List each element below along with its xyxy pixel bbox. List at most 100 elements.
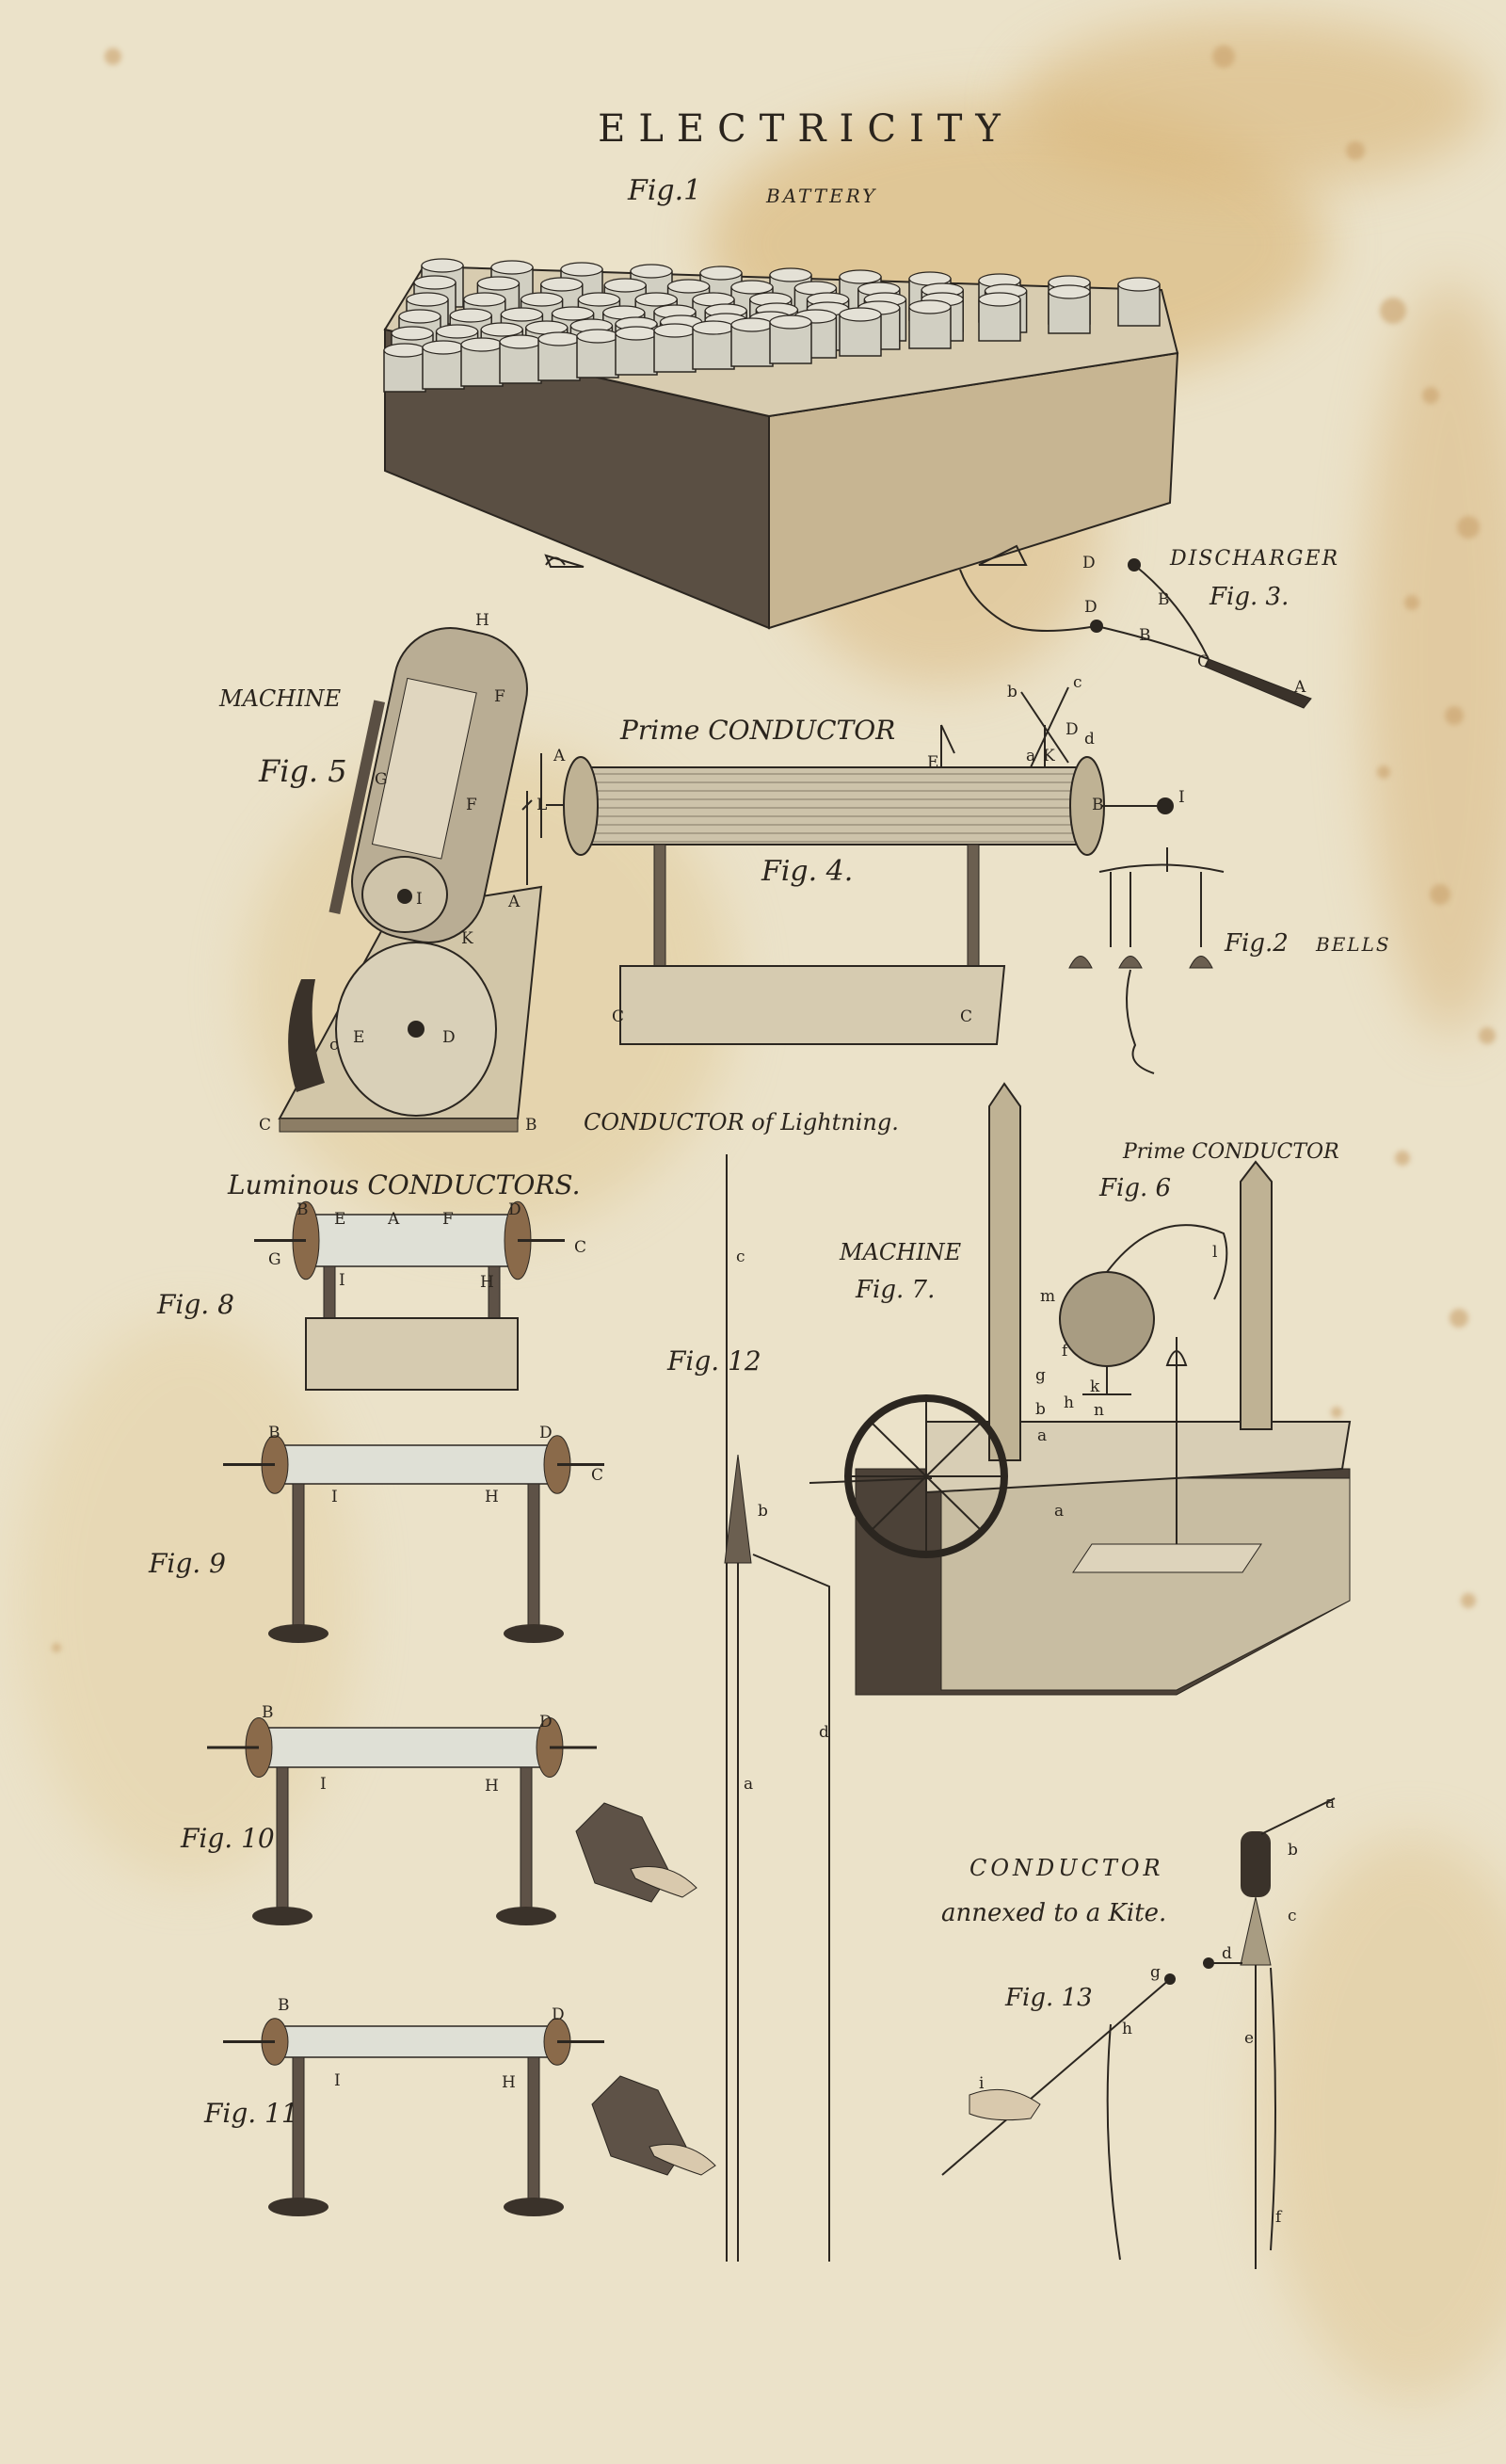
fig11-letter: H (502, 2073, 516, 2092)
glass-tube (274, 1444, 558, 1485)
fig13-letter: h (1122, 2020, 1132, 2038)
conductor-cylinder (578, 766, 1088, 845)
fig-3-caption: DISCHARGER (1169, 547, 1339, 571)
battery-jars (383, 258, 1161, 393)
battery-jar-rim (449, 308, 492, 323)
fig6-letter: f (1062, 1342, 1069, 1361)
foxing-spot (1422, 387, 1439, 404)
fig-1-caption: BATTERY (765, 185, 877, 207)
fig8-letter: D (508, 1200, 521, 1219)
battery-jar-rim (499, 334, 542, 349)
fig8-letter: A (387, 1210, 400, 1229)
fig-10-hand (630, 1866, 697, 1898)
fig4-letter: C (612, 1007, 624, 1026)
fig3-letter: B (1158, 590, 1170, 609)
battery-jar-rim (603, 278, 647, 293)
fig6-letter: b (1035, 1400, 1046, 1419)
machine-rubber-cushion (371, 677, 477, 860)
kite-silk-barrel (1241, 1831, 1271, 1897)
battery-jar-rim (406, 292, 449, 307)
glass-pillar (323, 1265, 336, 1319)
figures-8-11-luminous-conductors: Luminous CONDUCTORS. Fig. 8 Fig. 9 Fig. … (148, 1169, 716, 2216)
fig-2-label: Fig.2 (1224, 929, 1289, 958)
figure-12-lightning-conductor: CONDUCTOR of Lightning. Fig. 12 (584, 1109, 899, 2262)
battery-hook (544, 554, 585, 568)
discharger-arms (1096, 564, 1210, 660)
fig12-letter: c (736, 1248, 745, 1266)
conductor-arc (1106, 1224, 1228, 1300)
battery-jar-rim (692, 320, 735, 335)
kite-hand (969, 2088, 1041, 2121)
fig-4-label: Fig. 4. (761, 855, 853, 888)
fig5-letter: F (494, 687, 505, 706)
electrometer-stand (1165, 1337, 1188, 1544)
conductor-base (619, 965, 1006, 1045)
battery-jar-rim (383, 343, 426, 358)
fig5-letter: K (461, 929, 473, 948)
bells-chain (1126, 969, 1155, 1074)
fig5-letter: A (507, 893, 521, 911)
figure-4-prime-conductor: Prime CONDUCTOR Fig. 4. (540, 686, 1174, 1045)
fig10-letter: H (485, 1777, 499, 1796)
fig4-letter: a (1026, 747, 1035, 765)
battery-jar-rim (540, 277, 584, 292)
fig6-letter: n (1094, 1401, 1104, 1420)
foxing-spot (1346, 141, 1365, 160)
fig-12-caption: CONDUCTOR of Lightning. (584, 1109, 899, 1135)
ball-stand (1082, 1366, 1131, 1395)
battery-jar-rim (730, 317, 774, 332)
foxing-spot (1377, 765, 1390, 779)
figure-1-battery: Fig.1 BATTERY (383, 174, 1179, 630)
conductor-end-left (563, 756, 599, 856)
fig-2-caption: BELLS (1315, 933, 1391, 956)
wheel-crank (809, 1477, 933, 1484)
fig10-letter: I (320, 1775, 327, 1794)
battery-jar-rim (413, 275, 457, 290)
fig4-letter: D (1065, 720, 1079, 739)
fig8-letter: H (480, 1273, 494, 1292)
fig5-letter: F (466, 796, 477, 814)
fig4-letter: K (1043, 747, 1055, 765)
battery-jar-rim (391, 326, 434, 341)
foxing-spot (104, 48, 121, 65)
fig4-letter: E (927, 753, 938, 772)
battery-jar-rim (730, 280, 774, 295)
battery-jar-rim (634, 292, 678, 307)
foxing-spot (1461, 1593, 1476, 1608)
fig13-letter: f (1275, 2208, 1283, 2227)
electrometer-base (1072, 1543, 1262, 1573)
foxing-spot (1457, 516, 1480, 539)
fig6-letter: a (1037, 1426, 1047, 1445)
machine-table-top (940, 1477, 1351, 1691)
fig-6-caption: Prime CONDUCTOR (1122, 1140, 1339, 1164)
machine-base-edge (279, 1118, 519, 1133)
glass-tube (274, 2025, 558, 2058)
pillar-foot (496, 1907, 556, 1925)
fig8-letter: C (574, 1238, 586, 1257)
foxing-spot (52, 1643, 61, 1652)
fig4-letter: b (1007, 683, 1017, 701)
fig8-letter: B (296, 1200, 309, 1219)
fig-5-label: Fig. 5 (258, 753, 347, 789)
kite-knob (1203, 1957, 1214, 1969)
fig4-letter: A (553, 747, 566, 765)
glass-pillar (527, 2056, 540, 2208)
conductor-knob (1157, 797, 1174, 814)
fig6-letter: g (1035, 1366, 1046, 1385)
foxing-spot (1450, 1309, 1468, 1328)
battery-jar-rim (615, 326, 658, 341)
battery-jar-rim (978, 292, 1021, 307)
fig4-letter: d (1084, 730, 1095, 749)
battery-jar-rim (436, 324, 479, 339)
battery-jar-rim (666, 279, 711, 294)
fig3-letter: A (1293, 678, 1306, 697)
battery-jar-rim (537, 331, 581, 346)
battery-jar-rim (500, 307, 544, 322)
glass-pillar (276, 1766, 289, 1917)
fig10-letter: D (539, 1713, 553, 1731)
battery-jar-rim (463, 292, 506, 307)
fig-13-caption-line2: annexed to a Kite. (941, 1899, 1166, 1927)
fig6-letter: h (1064, 1393, 1074, 1412)
machine-pillar-left (988, 1082, 1021, 1461)
fig-10-label: Fig. 10 (180, 1823, 275, 1854)
